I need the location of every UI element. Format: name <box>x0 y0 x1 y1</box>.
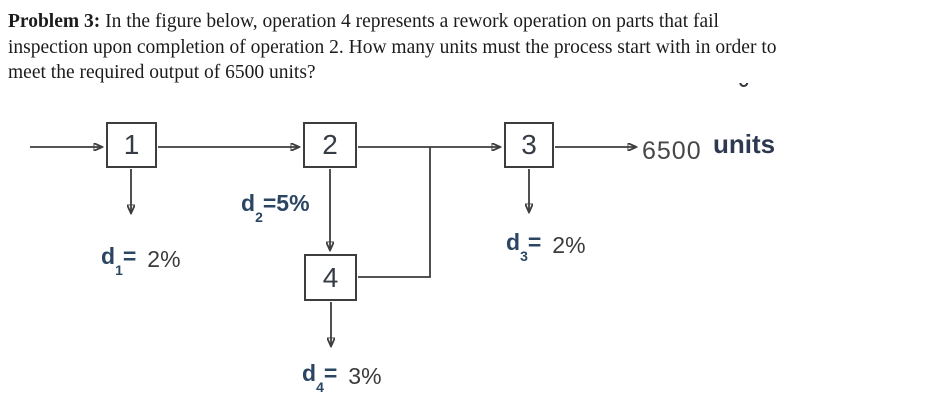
d2-subscript: 2 <box>255 208 263 225</box>
defect-label-d3: d3= 2% <box>506 229 586 264</box>
d2-value: 5% <box>276 190 310 216</box>
d4-subscript: 4 <box>316 378 324 395</box>
operation-box-1: 1 <box>106 122 157 168</box>
problem-title: Problem 3: <box>8 11 101 32</box>
output-quantity: 6500 <box>642 137 702 165</box>
d4-equals: = <box>323 360 338 386</box>
problem-statement: Problem 3: In the figure below, operatio… <box>8 9 913 86</box>
defect-label-d2: d2=5% <box>241 190 310 225</box>
problem-text-3: meet the required output of 6500 units? <box>8 62 316 83</box>
operation-2-label: 2 <box>322 129 338 160</box>
problem-line-2: inspection upon completion of operation … <box>8 35 913 61</box>
d2-symbol: d <box>241 190 256 216</box>
d3-equals: = <box>527 229 542 255</box>
problem-line-1: Problem 3: In the figure below, operatio… <box>8 9 913 35</box>
operation-4-label: 4 <box>322 261 339 293</box>
d3-subscript: 3 <box>520 247 528 264</box>
problem-text-1: In the figure below, operation 4 represe… <box>105 11 719 32</box>
operation-box-4: 4 <box>304 254 357 301</box>
operation-3-label: 3 <box>521 129 537 160</box>
d2-equals: = <box>262 190 277 216</box>
d1-symbol: d <box>101 243 116 269</box>
rework-return-line <box>358 147 431 278</box>
output-units-label: units <box>713 129 776 159</box>
d3-value: 2% <box>552 232 586 258</box>
defect-label-d1: d1= 2% <box>101 243 181 278</box>
operation-1-label: 1 <box>123 129 140 160</box>
operation-box-2: 2 <box>303 122 357 168</box>
defect-label-d4: d4= 3% <box>302 360 382 395</box>
d1-subscript: 1 <box>115 261 123 278</box>
d3-symbol: d <box>506 229 521 255</box>
d4-value: 3% <box>348 363 382 389</box>
d1-value: 2% <box>147 246 181 272</box>
d1-equals: = <box>122 243 137 269</box>
d4-symbol: d <box>302 360 317 386</box>
stray-breve-mark: ˘ <box>740 78 749 108</box>
problem-line-3: meet the required output of 6500 units? <box>8 60 913 86</box>
problem-text-2: inspection upon completion of operation … <box>8 36 777 58</box>
operation-box-3: 3 <box>504 122 554 168</box>
